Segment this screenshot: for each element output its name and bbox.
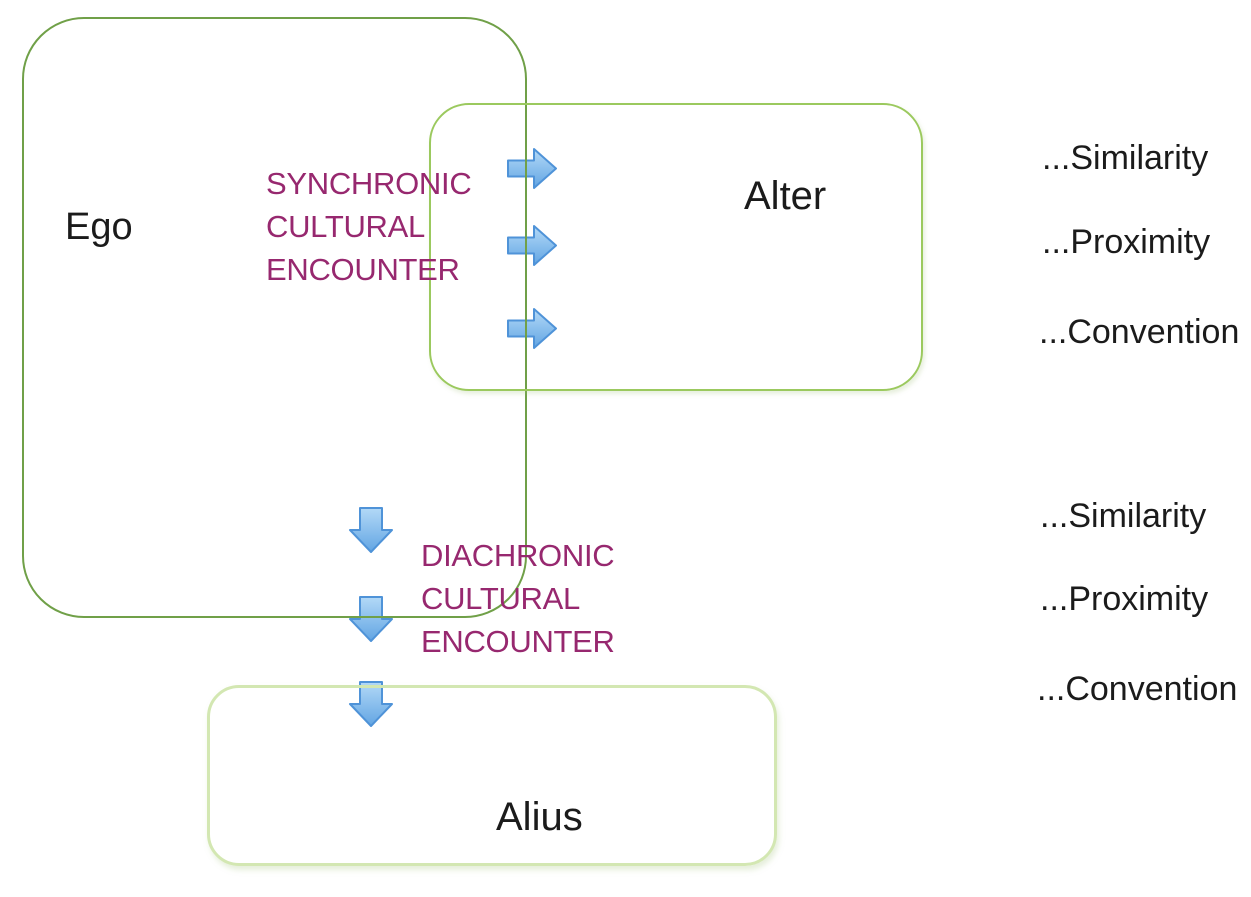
- ego-label: Ego: [65, 206, 133, 248]
- ego-box: [22, 17, 527, 618]
- right-arrow-icon: [507, 225, 557, 266]
- alter-outcome-similarity: ...Similarity: [1042, 139, 1209, 177]
- right-arrow-icon: [507, 148, 557, 189]
- synchronic-line-2: CULTURAL: [266, 209, 425, 244]
- down-arrow-icon: [349, 507, 393, 553]
- alter-box: [429, 103, 923, 391]
- diachronic-line-3: ENCOUNTER: [421, 624, 615, 659]
- synchronic-encounter-label: SYNCHRONIC CULTURAL ENCOUNTER: [266, 162, 472, 291]
- alius-outcome-proximity: ...Proximity: [1040, 580, 1209, 618]
- alius-box: [207, 685, 777, 866]
- diachronic-line-2: CULTURAL: [421, 581, 580, 616]
- alter-outcome-convention: ...Convention: [1039, 313, 1240, 351]
- alius-outcome-convention: ...Convention: [1037, 670, 1238, 708]
- diachronic-line-1: DIACHRONIC: [421, 538, 615, 573]
- synchronic-line-1: SYNCHRONIC: [266, 166, 472, 201]
- alter-outcome-proximity: ...Proximity: [1042, 223, 1211, 261]
- alter-label: Alter: [744, 174, 827, 218]
- down-arrow-icon: [349, 596, 393, 642]
- alius-outcome-similarity: ...Similarity: [1040, 497, 1207, 535]
- synchronic-line-3: ENCOUNTER: [266, 252, 460, 287]
- alius-label: Alius: [496, 795, 583, 839]
- right-arrow-icon: [507, 308, 557, 349]
- diachronic-encounter-label: DIACHRONIC CULTURAL ENCOUNTER: [421, 534, 615, 663]
